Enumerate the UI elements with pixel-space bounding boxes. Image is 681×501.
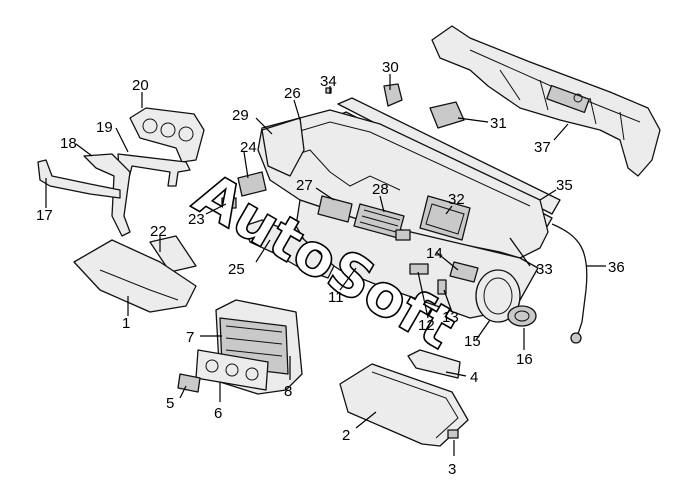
- callout-20: 20: [132, 77, 149, 94]
- callout-11: 11: [328, 289, 344, 306]
- callout-25: 25: [228, 261, 245, 278]
- callout-35: 35: [556, 177, 573, 194]
- part-cable: [551, 223, 588, 335]
- callout-8: 8: [284, 383, 292, 400]
- callout-12: 12: [418, 317, 435, 334]
- callout-23: 23: [188, 211, 205, 228]
- callout-14: 14: [426, 245, 443, 262]
- part-cluster-hood: [129, 107, 205, 163]
- part-climate-control: [177, 349, 269, 393]
- callout-30: 30: [382, 59, 399, 76]
- callout-2: 2: [342, 427, 350, 444]
- callout-31: 31: [490, 115, 507, 132]
- callout-27: 27: [296, 177, 313, 194]
- callout-4: 4: [470, 369, 478, 386]
- callout-7: 7: [186, 329, 194, 346]
- callout-19: 19: [96, 119, 113, 136]
- part-small-bracket: [149, 235, 197, 273]
- part-cable-connector: [570, 332, 582, 344]
- callout-5: 5: [166, 395, 174, 412]
- callout-1: 1: [122, 315, 130, 332]
- part-lower-panel: [243, 219, 335, 279]
- callout-28: 28: [372, 181, 389, 198]
- callout-34: 34: [320, 73, 337, 90]
- part-glovebox: [339, 363, 469, 447]
- part-instrument-panel: [257, 109, 549, 327]
- part-clip-31: [429, 101, 465, 129]
- part-lower-cover: [73, 239, 197, 313]
- part-clip-30: [383, 83, 403, 107]
- callout-15: 15: [464, 333, 481, 350]
- callout-33: 33: [536, 261, 553, 278]
- callout-29: 29: [232, 107, 249, 124]
- part-left-ducts: [221, 117, 305, 209]
- callout-16: 16: [516, 351, 533, 368]
- part-left-brackets: [37, 153, 131, 237]
- callout-24: 24: [240, 139, 257, 156]
- callout-13: 13: [442, 309, 459, 326]
- callout-26: 26: [284, 85, 301, 102]
- callout-32: 32: [448, 191, 465, 208]
- part-cross-beam: [431, 25, 661, 177]
- callout-36: 36: [608, 259, 625, 276]
- callout-labels: 1 2 3 4 5 6 7 8 11 12 13 14 15 16 17 18 …: [36, 59, 625, 478]
- parts-drawing: [37, 25, 661, 447]
- callout-3: 3: [448, 461, 456, 478]
- callout-22: 22: [150, 223, 167, 240]
- leader-lines: [45, 74, 606, 456]
- callout-37: 37: [534, 139, 551, 156]
- part-glovebox-bracket: [407, 349, 461, 379]
- callout-17: 17: [36, 207, 53, 224]
- callout-18: 18: [60, 135, 77, 152]
- callout-6: 6: [214, 405, 222, 422]
